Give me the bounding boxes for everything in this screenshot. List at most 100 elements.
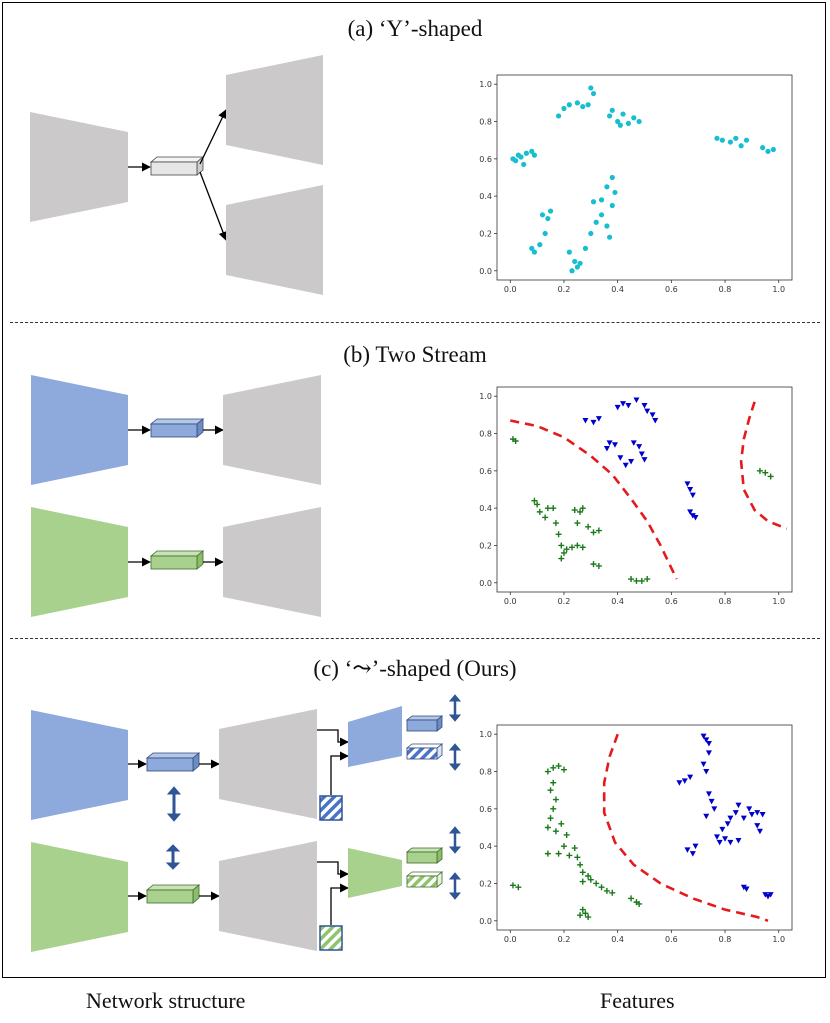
panel-c-network [31,694,462,952]
scatter-point [552,796,559,803]
scatter-point [689,851,696,857]
scatter-point [609,889,616,896]
y-tick-label: 0.6 [479,155,492,164]
x-tick-label: 0.8 [719,597,732,606]
green-feature-block-c [145,884,201,904]
y-tick-label: 0.8 [479,430,492,439]
scatter-point [708,798,715,805]
scatter-point [523,150,529,156]
shared-decoder-top [219,709,317,819]
scatter-point [615,118,621,125]
scatter-point [577,508,584,515]
scatter-point [630,440,637,446]
scatter-point [579,544,586,551]
scatter-point [537,242,543,248]
decision-boundary [510,419,678,580]
panel-a-title: (a) ‘Y’-shaped [347,16,483,41]
scatter-point [689,513,696,519]
scatter-point [652,417,659,424]
scatter-point [636,118,642,125]
x-tick-label: 0.6 [665,285,678,294]
scatter-point [733,135,739,141]
scatter-point [560,843,567,850]
scatter-point [705,791,712,797]
scatter-point [636,900,643,907]
scatter-point [727,839,734,846]
scatter-point [614,404,621,411]
y-tick-label: 0.8 [479,768,492,777]
panel-b-title: (b) Two Stream [343,342,487,367]
scatter-point [604,184,610,190]
y-tick-label: 0.0 [479,917,492,926]
shared-encoder [30,112,128,222]
green-feature-block [149,550,205,570]
x-tick-label: 0.4 [611,935,624,944]
panel-c-title: (c) ‘⤳’-shaped (Ours) [313,656,517,681]
scatter-point [590,529,597,536]
scatter-point [700,761,707,768]
scatter-point [574,854,581,861]
scatter-point [638,577,645,584]
scatter-point [544,768,551,775]
scatter-point [649,412,656,418]
scatter-point [759,811,766,818]
scatter-point [534,501,541,508]
scatter-point [756,828,763,835]
scatter-point [560,549,567,556]
scatter-point [577,912,584,919]
scatter-point [617,122,623,128]
scatter-point [555,113,562,119]
x-tick-label: 1.0 [772,285,785,294]
green-encoder-c [31,842,128,952]
scatter-point [620,111,626,117]
y-tick-label: 0.2 [479,229,492,238]
scatter-point [571,507,578,514]
scatter-point [713,834,720,840]
scatter-point [590,90,597,97]
scatter-point [560,766,567,773]
y-tick-label: 0.8 [479,118,492,127]
scatter-point [641,457,648,463]
x-tick-label: 0.0 [504,597,517,606]
scatter-point [703,769,710,775]
scatter-point [738,143,744,149]
y-tick-label: 0.4 [479,192,492,201]
scatter-point [563,546,570,553]
scatter-point [531,249,538,255]
decision-boundary [602,733,769,923]
scatter-point [767,892,774,898]
scatter-point [767,473,774,480]
scatter-point [552,828,559,835]
scatter-point [631,115,637,121]
scatter-point [719,137,725,143]
scatter-point [762,892,769,898]
scatter-point [558,555,565,562]
blue-hatched-input [319,795,343,821]
y-tick-label: 0.2 [479,541,492,550]
scatter-point [555,850,562,857]
scatter-point [566,852,573,859]
scatter-point [604,223,610,229]
scatter-point [563,831,570,838]
scatter-point [633,397,640,403]
scatter-point [743,137,750,143]
plot-frame [496,724,793,931]
x-tick-label: 1.0 [772,597,785,606]
scatter-point [529,245,535,251]
x-tick-label: 0.4 [611,285,624,294]
scatter-point [544,505,551,512]
double-arrow-icon [165,844,181,870]
blue-out-block-1 [405,715,444,732]
green-out-block-hatched [405,871,444,888]
scatter-point [585,523,592,530]
scatter-point [579,878,586,885]
scatter-point [544,824,551,831]
scatter-point [633,577,640,584]
scatter-point [571,845,578,852]
scatter-point [512,437,519,444]
x-tick-label: 0.0 [504,285,517,294]
scatter-point [536,508,543,515]
